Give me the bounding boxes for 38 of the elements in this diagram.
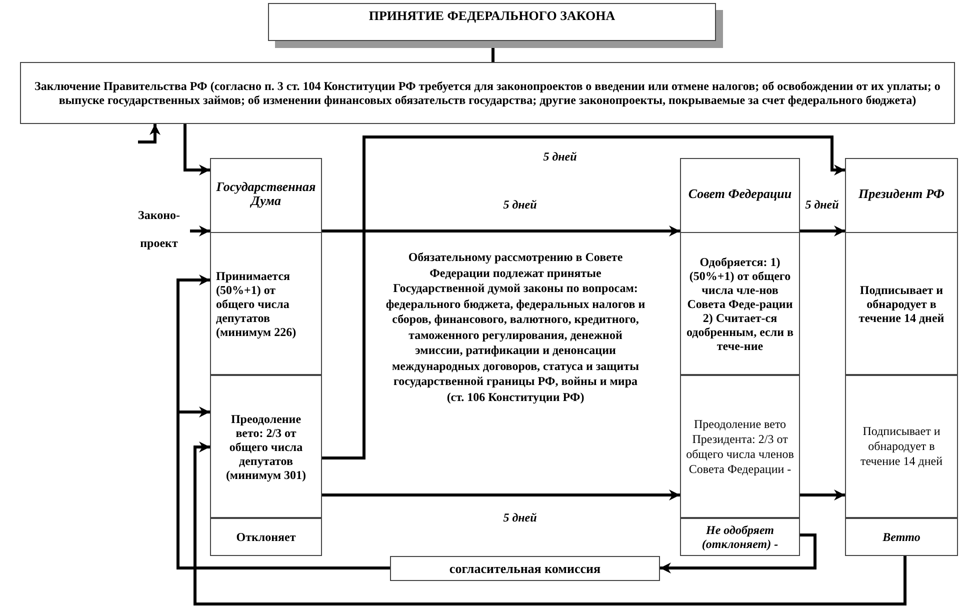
column-heading: Государственная Дума — [215, 180, 317, 208]
row-box — [211, 375, 321, 518]
note-box — [20, 62, 955, 124]
arrow — [322, 136, 845, 460]
row-box — [846, 232, 957, 375]
box-text: Не одобряет (отклоняет) - — [700, 523, 780, 551]
box-text: Подписывает и обнародует в течение 14 дней — [858, 282, 946, 324]
row-box — [681, 232, 799, 375]
column-box — [680, 158, 800, 556]
row-box — [211, 232, 321, 375]
box-text: Преодоление вето: 2/3 от общего числа депутатов (минимум 301) — [224, 412, 308, 482]
row-box — [846, 375, 957, 518]
process-box — [390, 556, 660, 581]
box-text: Одобряется: 1)(50%+1) от общего числа чле-нов Совета Феде-рации 2) Считает-ся одобренным, если в тече-ние — [686, 254, 794, 352]
column-box — [845, 158, 958, 556]
arrow — [800, 226, 845, 236]
column-box — [210, 158, 322, 556]
arrow — [194, 442, 906, 606]
box-text: Ветто — [882, 530, 920, 544]
box-text: Преодоление вето Президента: 2/3 от общего числа членов Совета Федерации - — [686, 416, 794, 476]
arrow — [800, 490, 845, 500]
arrow — [138, 124, 160, 144]
box-text: Заключение Правительства РФ (согласно п. 3 ст. 104 Конституции РФ требуется для законопроектов о введении или отмене налогов; об освобождении от их уплаты; о выпуске государственных займов; об изменении финансовых обязательств государства; другие законопроекты, покрываемые за счет федерального бюджета) — [34, 79, 942, 107]
arrow — [322, 490, 680, 500]
box-text: Подписывает и обнародует в течение 14 дней — [859, 424, 944, 469]
arrow — [190, 226, 210, 236]
box-text: Законо- проект — [137, 207, 181, 252]
arrow — [322, 226, 680, 236]
column-heading: Совет Федерации — [688, 187, 792, 201]
box-text: согласительная комиссия — [449, 562, 601, 576]
box-text: Отклоняет — [236, 530, 296, 544]
row-box — [681, 375, 799, 518]
arrow — [184, 124, 210, 176]
title: ПРИНЯТИЕ ФЕДЕРАЛЬНОГО ЗАКОНА — [368, 9, 616, 25]
column-heading: Президент РФ — [858, 187, 944, 201]
arrow — [660, 534, 816, 574]
box-text: Принимается (50%+1) от общего числа депутатов (минимум 226) — [216, 268, 298, 338]
arrow — [176, 406, 390, 570]
